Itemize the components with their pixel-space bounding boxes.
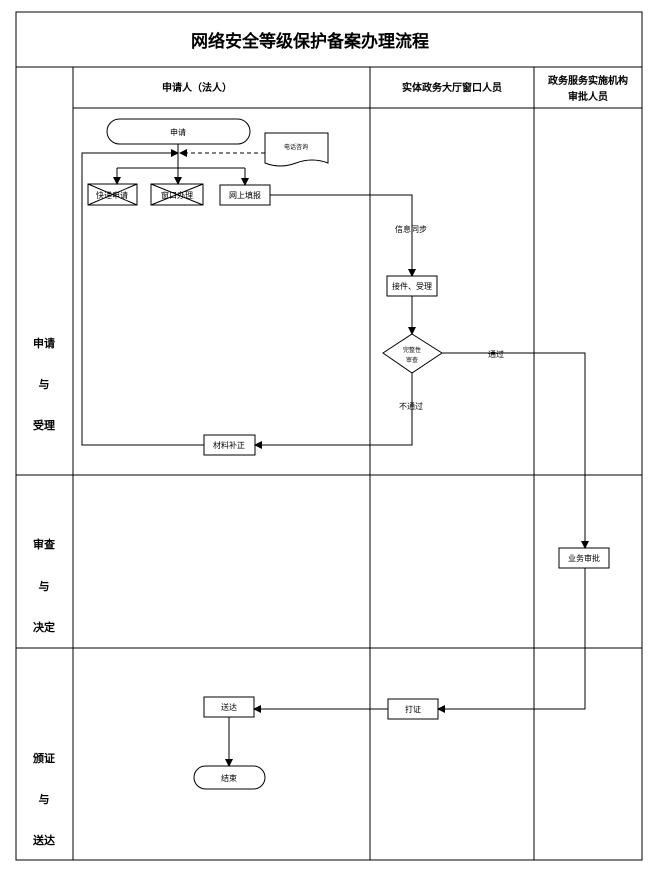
stage-apply-line2: 与 [39,378,50,391]
stage-apply: 申请 与 受理 [33,336,55,432]
table-grid [15,11,643,861]
connector-supplement-return [81,149,204,446]
not-pass-label: 不通过 [399,401,423,411]
supplement-materials-label: 材料补正 [213,440,245,450]
stage-deliver-line3: 送达 [32,833,55,847]
lane-header-approver-line1: 政务服务实施机构 [548,74,628,87]
apply-label: 申请 [170,127,186,137]
stage-deliver: 颁证 与 送达 [32,751,55,847]
receive-label: 接件、受理 [392,281,432,291]
lane-header-approver-line2: 审批人员 [568,90,608,103]
lane-header-window-staff: 实体政务大厅窗口人员 [402,81,502,94]
page-title: 网络安全等级保护备案办理流程 [191,31,429,52]
connector-not-pass [254,373,413,449]
window-cross-mark [150,183,204,206]
online-submission-label: 网上填报 [229,190,261,200]
connector-online-to-receive [270,194,416,277]
stage-review-line2: 与 [39,580,50,593]
business-approval-label: 业务审批 [568,553,600,563]
phone-consult-label: 电话咨询 [284,143,308,151]
pass-label: 通过 [488,349,504,359]
stage-review: 审查 与 决定 [33,537,55,634]
connector-pass-to-approval [442,352,589,549]
lane-header-applicant: 申请人（法人） [162,81,232,94]
express-cross-mark [87,183,138,206]
stage-apply-line1: 申请 [33,336,55,350]
end-label: 结束 [221,773,237,783]
stage-review-line1: 审查 [33,537,55,551]
decision-label-line1: 完整性 [403,346,421,354]
stage-deliver-line1: 颁证 [33,751,55,765]
info-sync-label: 信息同步 [395,224,427,234]
stage-review-line3: 决定 [33,620,55,634]
phone-consult-document [264,132,329,167]
connector-approval-to-print [437,568,586,713]
print-certificate-label: 打证 [405,704,421,714]
connectors [81,144,589,767]
stage-deliver-line2: 与 [39,793,50,806]
deliver-label: 送达 [221,702,237,712]
stage-apply-line3: 受理 [33,418,55,432]
decision-label-line2: 审查 [406,356,418,364]
